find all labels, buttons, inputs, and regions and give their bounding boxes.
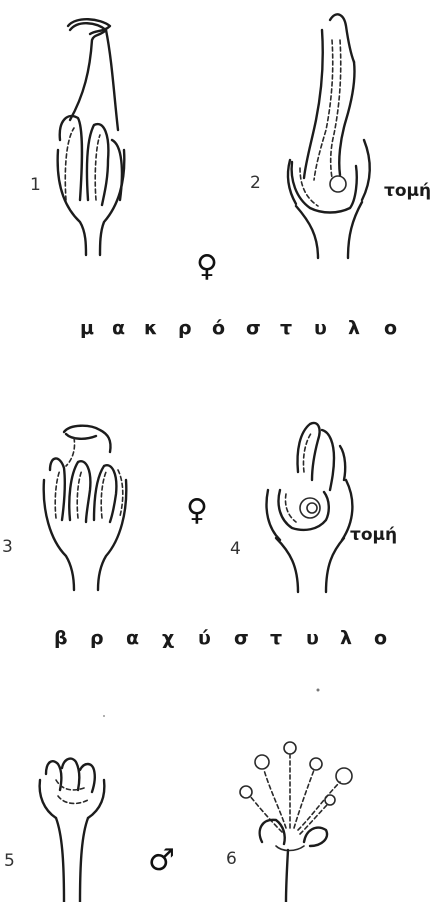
female-symbol-top: ♀ (196, 249, 218, 284)
caption-long-letter: κ (144, 317, 158, 339)
caption-short-letter: υ (306, 627, 319, 649)
scan-speck (103, 715, 105, 717)
caption-short-letter: λ (340, 627, 352, 649)
figure-number-2: 2 (250, 173, 261, 193)
male-symbol-bottom: ♂ (148, 843, 175, 878)
caption-long-letter: τ (280, 317, 292, 339)
caption-long-letter: ο (384, 317, 397, 339)
caption-short-style: β ρ α χ ύ σ τ υ λ ο (54, 627, 387, 649)
caption-long-letter: ρ (178, 317, 192, 339)
caption-short-letter: ύ (198, 627, 211, 649)
caption-long-letter: μ (80, 317, 94, 339)
section-label-mid: τομή (350, 525, 397, 545)
caption-long-letter: σ (246, 317, 261, 339)
figure-number-1: 1 (30, 175, 41, 195)
caption-long-letter: υ (314, 317, 327, 339)
drawing-6-stamen-flower (240, 742, 352, 902)
female-symbol-mid: ♀ (186, 493, 208, 528)
caption-short-letter: β (54, 627, 68, 649)
caption-short-letter: α (126, 627, 139, 649)
figure-number-5: 5 (4, 851, 15, 871)
figure-number-6: 6 (226, 849, 237, 869)
caption-short-letter: χ (162, 627, 174, 649)
drawing-3-short-style-flower (44, 426, 127, 590)
caption-long-letter: λ (348, 317, 360, 339)
scan-speck (317, 689, 320, 692)
figure-number-3: 3 (2, 537, 13, 557)
drawing-1-long-style-flower (58, 19, 125, 255)
caption-short-letter: σ (234, 627, 249, 649)
caption-short-letter: τ (270, 627, 282, 649)
section-label-top: τομή (384, 181, 431, 201)
drawing-2-long-style-section (288, 14, 370, 258)
caption-short-letter: ο (374, 627, 387, 649)
caption-long-letter: α (112, 317, 125, 339)
drawing-4-short-style-section (267, 423, 353, 592)
caption-long-letter: ό (212, 317, 225, 339)
caption-short-letter: ρ (90, 627, 104, 649)
caption-long-style: μ α κ ρ ό σ τ υ λ ο (80, 317, 397, 339)
drawing-5-male-flower (40, 759, 105, 902)
figure-number-4: 4 (230, 539, 241, 559)
